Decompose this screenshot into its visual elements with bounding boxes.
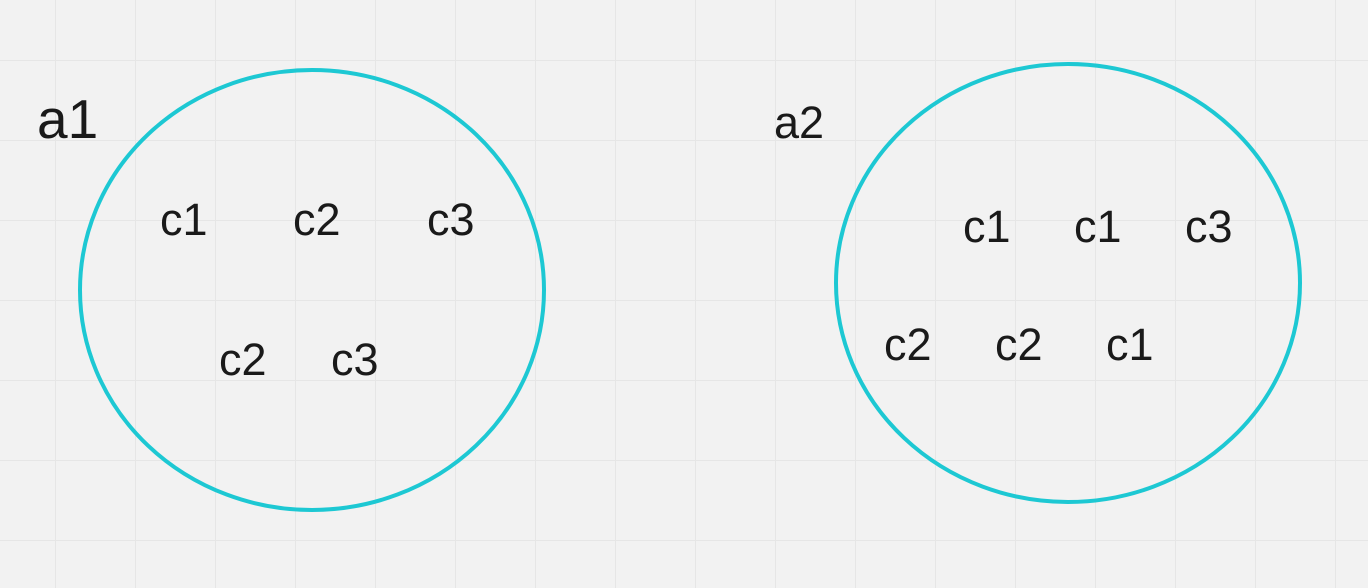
set-a1-element: c1 <box>160 194 208 245</box>
set-a2-element: c3 <box>1185 201 1233 252</box>
set-a1-element: c2 <box>219 334 267 385</box>
set-a1-label: a1 <box>37 88 99 150</box>
set-a2-element: c2 <box>884 319 932 370</box>
set-a2-label: a2 <box>774 97 825 148</box>
set-a1-circle <box>78 68 546 512</box>
set-a2-element: c1 <box>1074 201 1122 252</box>
set-a2-element: c1 <box>1106 319 1154 370</box>
set-a2-element: c1 <box>963 201 1011 252</box>
set-a2-element: c2 <box>995 319 1043 370</box>
set-a1-element: c3 <box>427 194 475 245</box>
set-a1-element: c3 <box>331 334 379 385</box>
set-a1-element: c2 <box>293 194 341 245</box>
set-a2-circle <box>834 62 1302 504</box>
